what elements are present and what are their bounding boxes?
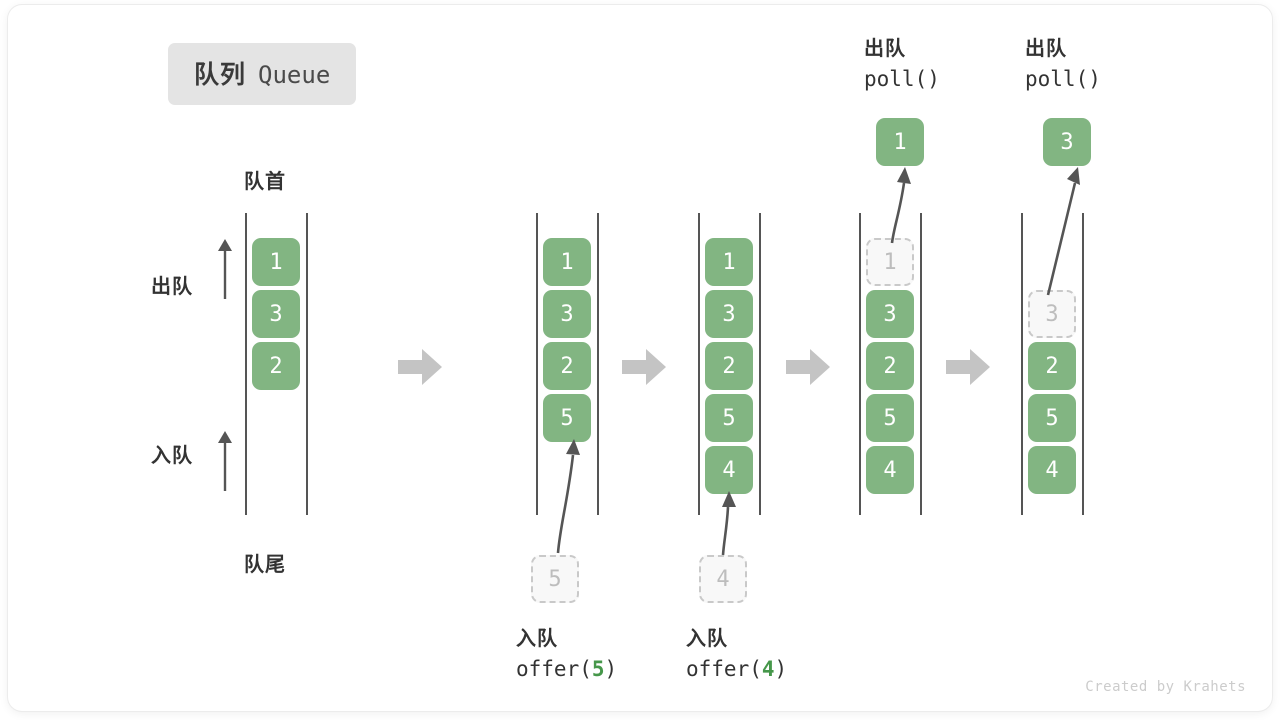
- outgoing-ghost-cell: 3: [1028, 290, 1076, 338]
- queue-rail-right: [920, 213, 922, 515]
- queue-cell: 4: [866, 446, 914, 494]
- queue-column-after-poll-3: 3 2 5 4: [1021, 213, 1085, 515]
- queue-rail-right: [759, 213, 761, 515]
- title-en: Queue: [258, 61, 331, 89]
- queue-cell: 5: [705, 394, 753, 442]
- incoming-ghost-cell: 4: [699, 555, 747, 603]
- dequeue-curve-arrow-icon: [890, 167, 911, 244]
- queue-rail-left: [245, 213, 247, 515]
- caption-poll-1: 出队 poll(): [864, 35, 940, 94]
- outgoing-ghost-cell: 1: [866, 238, 914, 286]
- title-badge: 队列 Queue: [168, 43, 357, 105]
- caption-line2: offer(4): [686, 657, 788, 681]
- step-arrow-icon: [398, 349, 442, 385]
- enqueue-curve-arrow-icon: [556, 439, 580, 554]
- queue-cell: 5: [866, 394, 914, 442]
- enqueue-curve-arrow-icon: [721, 491, 736, 556]
- queue-cell: 1: [705, 238, 753, 286]
- caption-line1: 出队: [864, 38, 906, 60]
- queue-cell: 2: [705, 342, 753, 390]
- dequeue-label: 出队: [151, 276, 193, 298]
- queue-cell: 3: [866, 290, 914, 338]
- caption-line1: 出队: [1025, 38, 1067, 60]
- queue-column-after-offer-4: 1 3 2 5 4: [698, 213, 762, 515]
- caption-offer-5: 入队 offer(5): [516, 625, 617, 684]
- incoming-ghost-cell: 5: [531, 555, 579, 603]
- queue-cell: 4: [705, 446, 753, 494]
- step-arrow-icon: [786, 349, 830, 385]
- queue-cell: 4: [1028, 446, 1076, 494]
- poll-result-cell: 3: [1043, 118, 1091, 166]
- queue-cell: 5: [1028, 394, 1076, 442]
- queue-rail-right: [306, 213, 308, 515]
- queue-cell: 3: [543, 290, 591, 338]
- queue-cell: 2: [543, 342, 591, 390]
- caption-poll-3: 出队 poll(): [1025, 35, 1101, 94]
- caption-offer-4: 入队 offer(4): [686, 625, 787, 684]
- queue-rail-left: [859, 213, 861, 515]
- queue-column-after-poll-1: 1 3 2 5 4: [859, 213, 923, 515]
- queue-column-initial: 1 3 2: [245, 213, 309, 515]
- footer-credit: Created by Krahets: [1085, 679, 1246, 695]
- title-cn: 队列: [194, 61, 247, 89]
- queue-cell: 2: [866, 342, 914, 390]
- caption-line2: poll(): [864, 67, 940, 91]
- caption-line2: offer(5): [516, 657, 618, 681]
- queue-rail-left: [1021, 213, 1023, 515]
- queue-cell: 2: [1028, 342, 1076, 390]
- dequeue-curve-arrow-icon: [1046, 167, 1080, 296]
- step-arrow-icon: [946, 349, 990, 385]
- caption-line2: poll(): [1025, 67, 1101, 91]
- queue-cell: 2: [252, 342, 300, 390]
- step-arrow-icon: [622, 349, 666, 385]
- queue-cell: 3: [705, 290, 753, 338]
- queue-rail-left: [536, 213, 538, 515]
- queue-rail-right: [597, 213, 599, 515]
- queue-rail-left: [698, 213, 700, 515]
- enqueue-label: 入队: [151, 445, 193, 467]
- queue-cell: 5: [543, 394, 591, 442]
- queue-front-label: 队首: [244, 171, 286, 193]
- queue-column-after-offer-5: 1 3 2 5: [536, 213, 600, 515]
- queue-rail-right: [1082, 213, 1084, 515]
- queue-cell: 1: [543, 238, 591, 286]
- poll-result-cell: 1: [876, 118, 924, 166]
- diagram-canvas: 队列 Queue 队首 队尾 出队 入队 1 3 2 1 3 2 5 5: [8, 5, 1272, 711]
- queue-rear-label: 队尾: [244, 554, 286, 576]
- caption-line1: 入队: [686, 628, 728, 650]
- caption-line1: 入队: [516, 628, 558, 650]
- queue-cell: 3: [252, 290, 300, 338]
- dequeue-arrow-icon: [218, 239, 232, 299]
- enqueue-arrow-icon: [218, 431, 232, 491]
- queue-cell: 1: [252, 238, 300, 286]
